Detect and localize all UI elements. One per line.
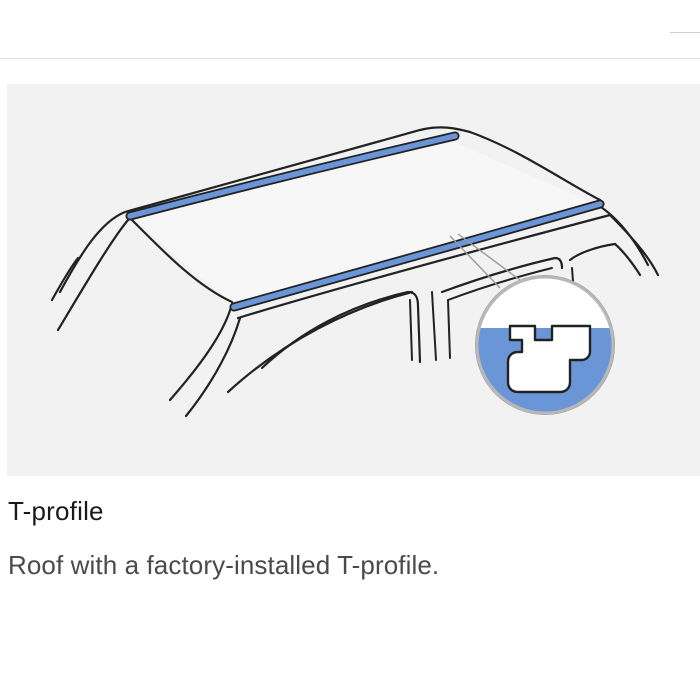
- top-bar-mark: [670, 32, 700, 33]
- car-roof-t-profile-icon: [50, 126, 660, 418]
- roof-type-title: T-profile: [8, 496, 104, 526]
- roof-type-description: Roof with a factory-installed T-profile.: [8, 550, 440, 580]
- top-divider: [0, 0, 700, 59]
- roof-type-illustration: [7, 84, 700, 476]
